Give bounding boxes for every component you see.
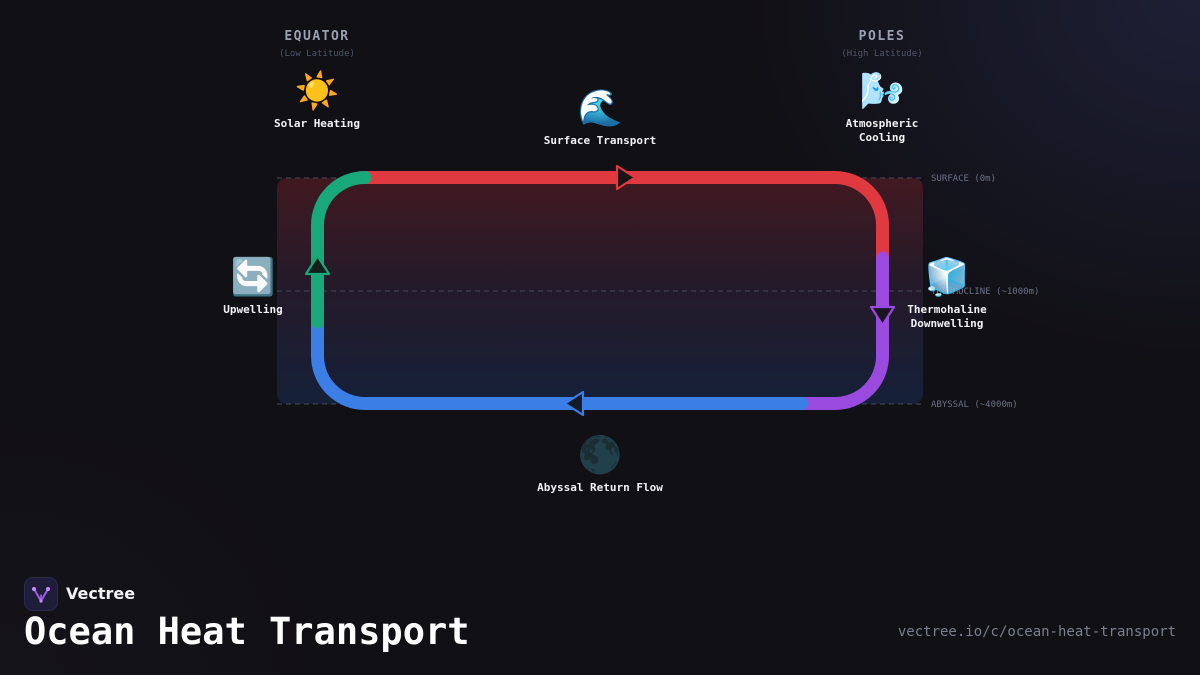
atmospheric-cooling-label-line2: Cooling (858, 131, 906, 144)
surface-arrow-icon (615, 164, 637, 191)
sun-icon: ☀️ (294, 71, 340, 112)
thermocline-depth-label: THERMOCLINE (~1000m) (931, 287, 1040, 297)
equator-subtitle: (Low Latitude) (279, 49, 355, 59)
surface-warm-flow (356, 171, 889, 265)
thermohaline-downwelling-node: 🧊 Thermohaline Downwelling (907, 258, 986, 331)
downwelling-flow (795, 251, 889, 410)
brand-name: Vectree (66, 584, 136, 603)
ice-cube-icon: 🧊 (924, 257, 970, 298)
thermohaline-downwelling-label-line1: Thermohaline (907, 303, 987, 316)
upwelling-flow (311, 171, 372, 329)
ocean-basin (277, 178, 923, 404)
equator-title: EQUATOR (284, 29, 350, 44)
surface-transport-label: Surface Transport (543, 134, 657, 147)
vectree-logo-icon (24, 577, 58, 611)
upwelling-label: Upwelling (223, 303, 283, 316)
cycle-arrows-icon: 🔄 (230, 257, 276, 298)
surface-transport-node: 🌊 Surface Transport (544, 89, 657, 148)
atmospheric-cooling-node: 🌬️ Atmospheric Cooling (846, 72, 919, 145)
solar-heating-label: Solar Heating (273, 117, 361, 130)
abyssal-arrow-icon (563, 390, 585, 417)
wave-icon: 🌊 (577, 88, 623, 129)
page-url[interactable]: vectree.io/c/ocean-heat-transport (897, 624, 1176, 640)
dark-moon-icon: 🌑 (577, 435, 623, 476)
upwelling-arrow-icon (304, 254, 331, 276)
upwelling-node: 🔄 Upwelling (223, 258, 283, 317)
surface-depth-label: SURFACE (0m) (931, 174, 997, 184)
poles-title: POLES (858, 29, 906, 44)
solar-heating-node: ☀️ Solar Heating (274, 72, 360, 131)
abyssal-return-flow-node: 🌑 Abyssal Return Flow (537, 436, 663, 495)
thermohaline-downwelling-label-line2: Downwelling (910, 317, 984, 330)
abyssal-return-flow-label: Abyssal Return Flow (537, 481, 663, 494)
wind-icon: 🌬️ (859, 71, 905, 112)
abyssal-depth-label: ABYSSAL (~4000m) (931, 400, 1018, 410)
atmospheric-cooling-label-line1: Atmospheric (845, 117, 919, 130)
page-title: Ocean Heat Transport (24, 610, 470, 653)
downwelling-arrow-icon (869, 305, 896, 327)
poles-subtitle: (High Latitude) (841, 49, 923, 59)
deep-cold-flow (311, 315, 809, 410)
